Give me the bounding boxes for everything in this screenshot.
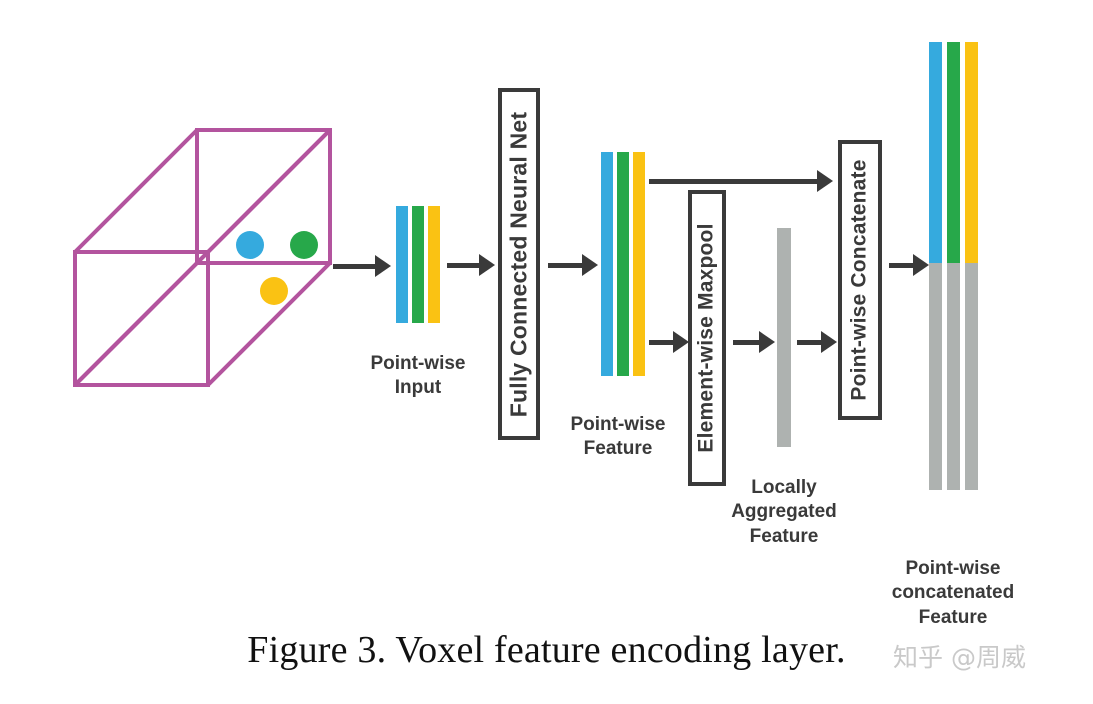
watermark: 知乎 @周威 (893, 643, 1026, 672)
arrow-voxel-to-input (333, 255, 391, 277)
voxel-cuboid (73, 128, 332, 387)
point-green (290, 231, 318, 259)
arrow-fcnn-to-feature (548, 254, 598, 276)
aggregated-bar-gray (777, 228, 791, 447)
arrow-feature-to-concatenate (649, 170, 833, 192)
locally-aggregated-feature-label: Locally Aggregated Feature (731, 477, 837, 547)
element-wise-maxpool-box[interactable]: Element-wise Maxpool (688, 190, 726, 486)
fully-connected-neural-net-box[interactable]: Fully Connected Neural Net (498, 88, 540, 440)
point-wise-concatenated-feature-label: Point-wise concatenated Feature (891, 558, 1015, 628)
point-blue (236, 231, 264, 259)
feature-bar-yellow (633, 152, 645, 376)
concat-bar-yellow (965, 42, 978, 263)
arrow-concatenate-to-output (889, 254, 929, 276)
figure-caption: Figure 3. Voxel feature encoding layer. (247, 629, 846, 671)
arrow-maxpool-to-aggregated (733, 331, 775, 353)
input-bar-blue (396, 206, 408, 323)
feature-bar-green (617, 152, 629, 376)
point-wise-concatenate-box[interactable]: Point-wise Concatenate (838, 140, 882, 420)
concat-bar-green (947, 42, 960, 263)
feature-bar-blue (601, 152, 613, 376)
arrow-input-to-fcnn (447, 254, 495, 276)
concat-bar-gray-2 (947, 263, 960, 490)
point-wise-concatenate-label: Point-wise Concatenate (848, 159, 871, 401)
concat-bar-gray-1 (929, 263, 942, 490)
point-wise-feature-label: Point-wise Feature (570, 414, 666, 460)
point-wise-input-label: Point-wise Input (370, 353, 466, 399)
arrow-feature-to-maxpool (649, 331, 689, 353)
arrow-aggregated-to-concatenate (797, 331, 837, 353)
point-yellow (260, 277, 288, 305)
input-bar-yellow (428, 206, 440, 323)
element-wise-maxpool-label: Element-wise Maxpool (695, 223, 718, 453)
fully-connected-neural-net-label: Fully Connected Neural Net (505, 111, 532, 417)
input-bar-green (412, 206, 424, 323)
concat-bar-gray-3 (965, 263, 978, 490)
concat-bar-blue (929, 42, 942, 263)
